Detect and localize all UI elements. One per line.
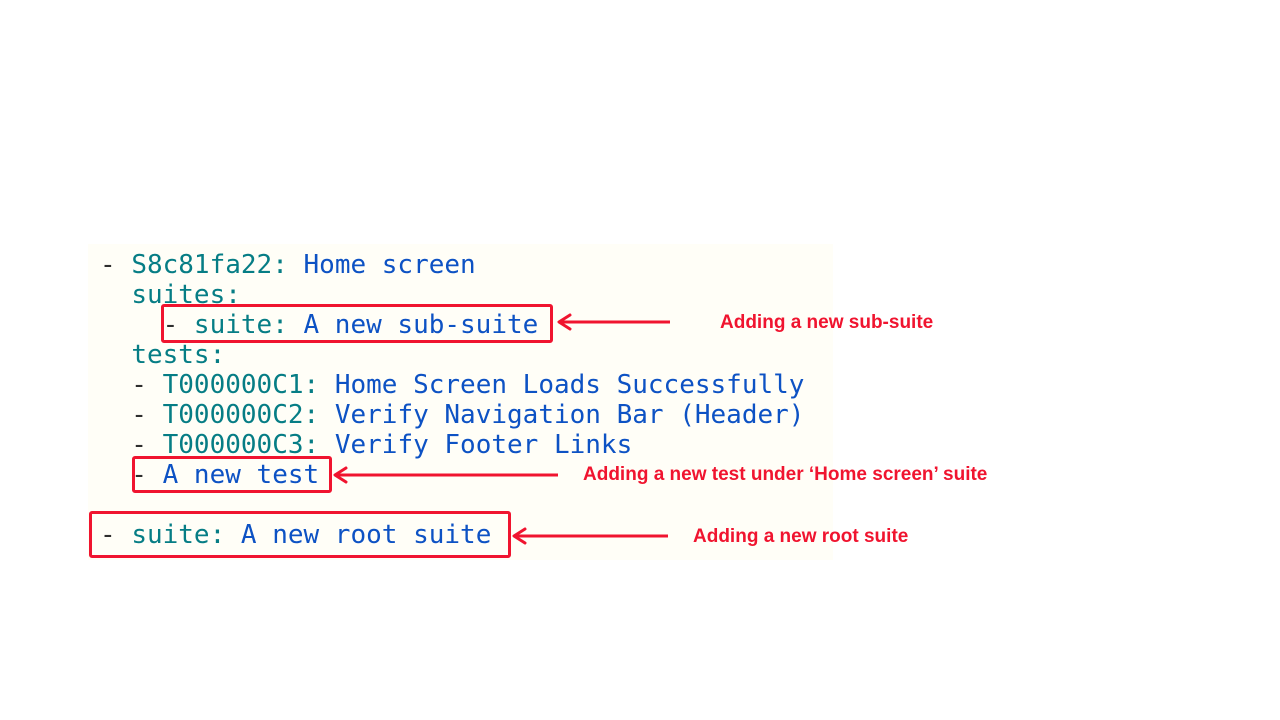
code-token-value: A new test — [162, 460, 320, 490]
code-token-punct — [288, 250, 304, 280]
code-token-value: A new root suite — [240, 520, 492, 550]
code-line: tests: — [100, 340, 804, 370]
code-line: - A new test — [100, 460, 804, 490]
code-token-key: suite: — [193, 310, 288, 340]
code-token-punct — [319, 400, 335, 430]
code-token-value: Verify Navigation Bar (Header) — [334, 400, 805, 430]
code-token-punct: - — [100, 370, 163, 400]
code-token-key: T000000C1: — [162, 370, 320, 400]
code-line: - suite: A new root suite — [100, 520, 804, 550]
code-token-value: A new sub-suite — [303, 310, 539, 340]
code-token-value: Verify Footer Links — [334, 430, 633, 460]
code-line: - T000000C1: Home Screen Loads Successfu… — [100, 370, 804, 400]
code-token-punct: - — [100, 400, 163, 430]
left-arrow-icon — [512, 527, 668, 545]
code-token-punct: - — [100, 520, 132, 550]
annotation-label-root-suite: Adding a new root suite — [693, 526, 909, 547]
code-token-punct: - — [100, 250, 132, 280]
left-arrow-icon — [333, 466, 558, 484]
code-token-punct — [100, 340, 131, 370]
code-token-key: T000000C3: — [162, 430, 320, 460]
annotation-label-new-test: Adding a new test under ‘Home screen’ su… — [583, 464, 988, 485]
code-token-punct: - — [100, 430, 163, 460]
code-line: - S8c81fa22: Home screen — [100, 250, 804, 280]
code-token-punct — [319, 370, 335, 400]
yaml-code-block: - S8c81fa22: Home screen suites: - suite… — [100, 250, 804, 550]
code-token-value: Home screen — [303, 250, 476, 280]
highlight-box-sub-suite — [161, 304, 553, 343]
code-token-value: Home Screen Loads Successfully — [334, 370, 805, 400]
code-line: - T000000C3: Verify Footer Links — [100, 430, 804, 460]
code-token-punct — [100, 280, 131, 310]
code-token-key: suite: — [131, 520, 226, 550]
code-line: - suite: A new sub-suite — [100, 310, 804, 340]
code-token-punct: - — [100, 310, 194, 340]
code-background — [88, 244, 833, 560]
code-token-key: tests: — [131, 340, 226, 370]
highlight-box-new-test — [132, 456, 332, 493]
code-token-punct: - — [100, 460, 163, 490]
code-token-key: T000000C2: — [162, 400, 320, 430]
code-token-key: S8c81fa22: — [131, 250, 288, 280]
highlight-box-root-suite — [89, 511, 511, 558]
annotation-label-sub-suite: Adding a new sub-suite — [720, 312, 934, 333]
code-line: - T000000C2: Verify Navigation Bar (Head… — [100, 400, 804, 430]
left-arrow-icon — [557, 313, 670, 331]
